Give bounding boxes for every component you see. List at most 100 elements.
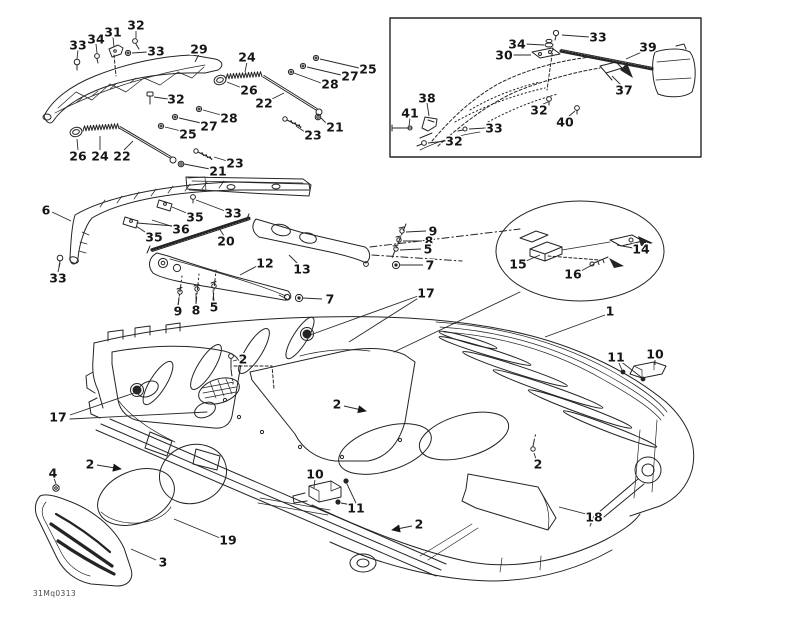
callout-leader xyxy=(405,230,427,233)
callout-leader xyxy=(76,138,79,151)
callout-leader xyxy=(319,58,360,69)
callout-leader xyxy=(427,140,447,144)
front-bumper-assembly-art xyxy=(56,176,521,307)
callout-28: 28 xyxy=(220,111,237,126)
callout-5: 5 xyxy=(424,242,433,257)
callout-leader xyxy=(183,163,211,170)
callout-leader xyxy=(57,262,61,273)
callout-9: 9 xyxy=(174,304,183,319)
callout-36: 36 xyxy=(172,222,190,237)
callout-17: 17 xyxy=(49,410,66,425)
callout-25: 25 xyxy=(359,62,376,77)
deflector-panel-art xyxy=(461,473,557,531)
callout-3: 3 xyxy=(159,555,168,570)
callout-leader xyxy=(391,524,413,533)
callout-39: 39 xyxy=(639,40,656,55)
callout-leader xyxy=(123,140,134,151)
callout-35: 35 xyxy=(186,210,203,225)
callout-22: 22 xyxy=(255,96,272,111)
callout-18: 18 xyxy=(585,510,602,525)
callout-28: 28 xyxy=(321,77,338,92)
callout-19: 19 xyxy=(219,533,236,548)
callout-leader xyxy=(343,405,367,414)
inset-box-border xyxy=(389,17,702,158)
callout-leader xyxy=(540,101,549,106)
callout-33: 33 xyxy=(589,30,606,45)
callout-34: 34 xyxy=(508,37,526,52)
callout-leader xyxy=(178,117,202,124)
callout-14: 14 xyxy=(632,242,650,257)
callout-13: 13 xyxy=(293,262,310,277)
callout-26: 26 xyxy=(69,149,87,164)
callout-leader xyxy=(468,127,487,130)
spring-strap-right-art xyxy=(213,54,323,128)
callout-leader xyxy=(239,265,258,276)
callout-2: 2 xyxy=(239,352,248,367)
callout-32: 32 xyxy=(445,134,462,149)
callout-24: 24 xyxy=(238,50,256,65)
callout-leader xyxy=(171,206,190,215)
callout-leader xyxy=(76,49,79,60)
callout-37: 37 xyxy=(615,83,632,98)
callout-leader xyxy=(202,109,222,116)
callout-leader xyxy=(153,96,169,100)
callout-23: 23 xyxy=(304,128,321,143)
callout-38: 38 xyxy=(418,91,435,106)
callout-11: 11 xyxy=(607,350,624,365)
callout-33: 33 xyxy=(147,44,164,59)
callout-leader xyxy=(151,219,175,228)
callout-leader xyxy=(69,390,141,416)
callout-leader xyxy=(112,36,115,48)
access-disc-art xyxy=(97,468,175,526)
callout-leader xyxy=(533,452,537,460)
callout-leader xyxy=(320,117,328,125)
callout-leader xyxy=(408,117,411,127)
drawing-code: 31Mq0313 xyxy=(33,589,76,598)
callout-2: 2 xyxy=(86,457,95,472)
callout-32: 32 xyxy=(530,103,547,118)
callout-leader xyxy=(218,227,225,237)
callout-leader xyxy=(561,34,590,38)
callout-15: 15 xyxy=(509,257,526,272)
callout-2: 2 xyxy=(534,457,543,472)
callout-31: 31 xyxy=(104,25,121,40)
callout-30: 30 xyxy=(495,48,513,63)
callout-leader xyxy=(269,92,285,101)
callout-22: 22 xyxy=(113,149,130,164)
callout-41: 41 xyxy=(401,106,418,121)
callout-33: 33 xyxy=(69,38,86,53)
callout-leader xyxy=(131,51,149,54)
callout-21: 21 xyxy=(326,120,343,135)
callout-26: 26 xyxy=(240,83,258,98)
callout-27: 27 xyxy=(341,69,358,84)
callout-34: 34 xyxy=(87,32,105,47)
callout-16: 16 xyxy=(564,267,582,282)
callout-8: 8 xyxy=(192,303,201,318)
callout-leader xyxy=(617,360,623,371)
callout-23: 23 xyxy=(226,156,243,171)
callout-12: 12 xyxy=(256,256,273,271)
callout-29: 29 xyxy=(190,42,207,57)
callout-leader xyxy=(544,314,606,338)
callout-2: 2 xyxy=(415,517,424,532)
callout-7: 7 xyxy=(326,292,335,307)
spring-strap-left-art xyxy=(69,105,213,168)
callout-leader xyxy=(567,110,576,118)
callout-21: 21 xyxy=(209,164,226,179)
callout-25: 25 xyxy=(179,127,196,142)
callout-32: 32 xyxy=(127,18,144,33)
callout-leader xyxy=(558,506,587,515)
callout-9: 9 xyxy=(429,224,438,239)
callout-24: 24 xyxy=(91,149,109,164)
callout-leader xyxy=(195,199,226,212)
callout-20: 20 xyxy=(217,234,235,249)
callout-leader xyxy=(288,254,299,265)
callout-leader xyxy=(232,359,238,362)
callout-leader xyxy=(177,296,180,306)
callout-8: 8 xyxy=(425,234,434,249)
callout-leader xyxy=(611,75,622,86)
inset-circle-border xyxy=(495,200,665,302)
